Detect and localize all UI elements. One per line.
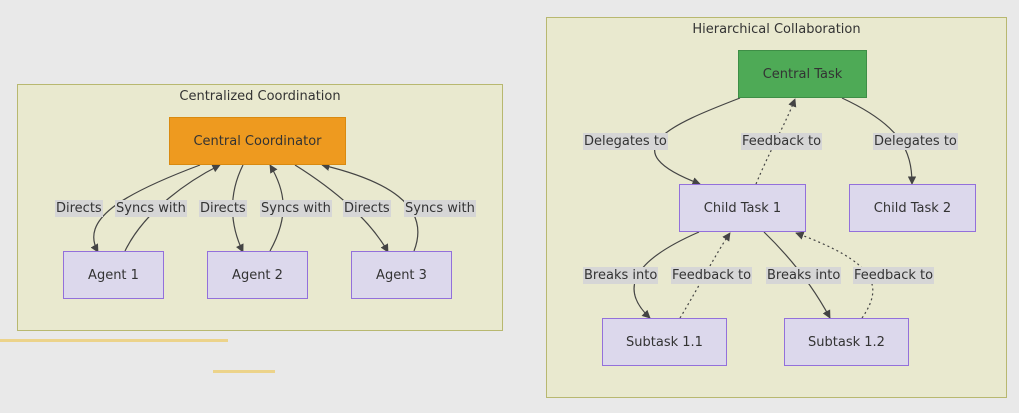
node-child-task-1[interactable]: Child Task 1 xyxy=(679,184,806,232)
node-agent-2[interactable]: Agent 2 xyxy=(207,251,308,299)
edge-label: Directs xyxy=(199,200,247,217)
node-label: Subtask 1.2 xyxy=(808,334,885,350)
node-label: Central Coordinator xyxy=(193,133,322,149)
edge-label: Syncs with xyxy=(404,200,476,217)
edge-label: Breaks into xyxy=(583,267,659,284)
edge-label: Feedback to xyxy=(671,267,753,284)
node-label: Central Task xyxy=(762,66,843,82)
node-subtask-1-1[interactable]: Subtask 1.1 xyxy=(602,318,727,366)
node-agent-1[interactable]: Agent 1 xyxy=(63,251,164,299)
node-label: Agent 2 xyxy=(232,267,283,283)
node-label: Agent 3 xyxy=(376,267,427,283)
node-child-task-2[interactable]: Child Task 2 xyxy=(849,184,976,232)
decorative-stroke xyxy=(213,370,275,373)
node-central-task[interactable]: Central Task xyxy=(738,50,867,98)
edge-label: Delegates to xyxy=(873,133,958,150)
node-label: Child Task 2 xyxy=(873,200,952,216)
edge-label: Feedback to xyxy=(853,267,935,284)
edge-label: Delegates to xyxy=(583,133,668,150)
edge-syncs-agent1 xyxy=(124,164,221,252)
edge-label: Directs xyxy=(343,200,391,217)
cluster-title: Centralized Coordination xyxy=(179,89,341,104)
node-label: Child Task 1 xyxy=(703,200,782,216)
edge-syncs-agent3 xyxy=(321,162,419,252)
edge-directs-agent1 xyxy=(90,164,201,253)
node-central-coordinator[interactable]: Central Coordinator xyxy=(169,117,346,165)
cluster-title: Hierarchical Collaboration xyxy=(692,22,861,37)
decorative-stroke xyxy=(0,339,228,342)
edge-feedback-child1-a xyxy=(679,232,731,319)
node-agent-3[interactable]: Agent 3 xyxy=(351,251,452,299)
node-label: Subtask 1.1 xyxy=(626,334,703,350)
edge-label: Syncs with xyxy=(115,200,187,217)
edge-label: Syncs with xyxy=(260,200,332,217)
node-label: Agent 1 xyxy=(88,267,139,283)
edge-label: Directs xyxy=(55,200,103,217)
edge-label: Breaks into xyxy=(766,267,842,284)
edge-label: Feedback to xyxy=(741,133,823,150)
node-subtask-1-2[interactable]: Subtask 1.2 xyxy=(784,318,909,366)
